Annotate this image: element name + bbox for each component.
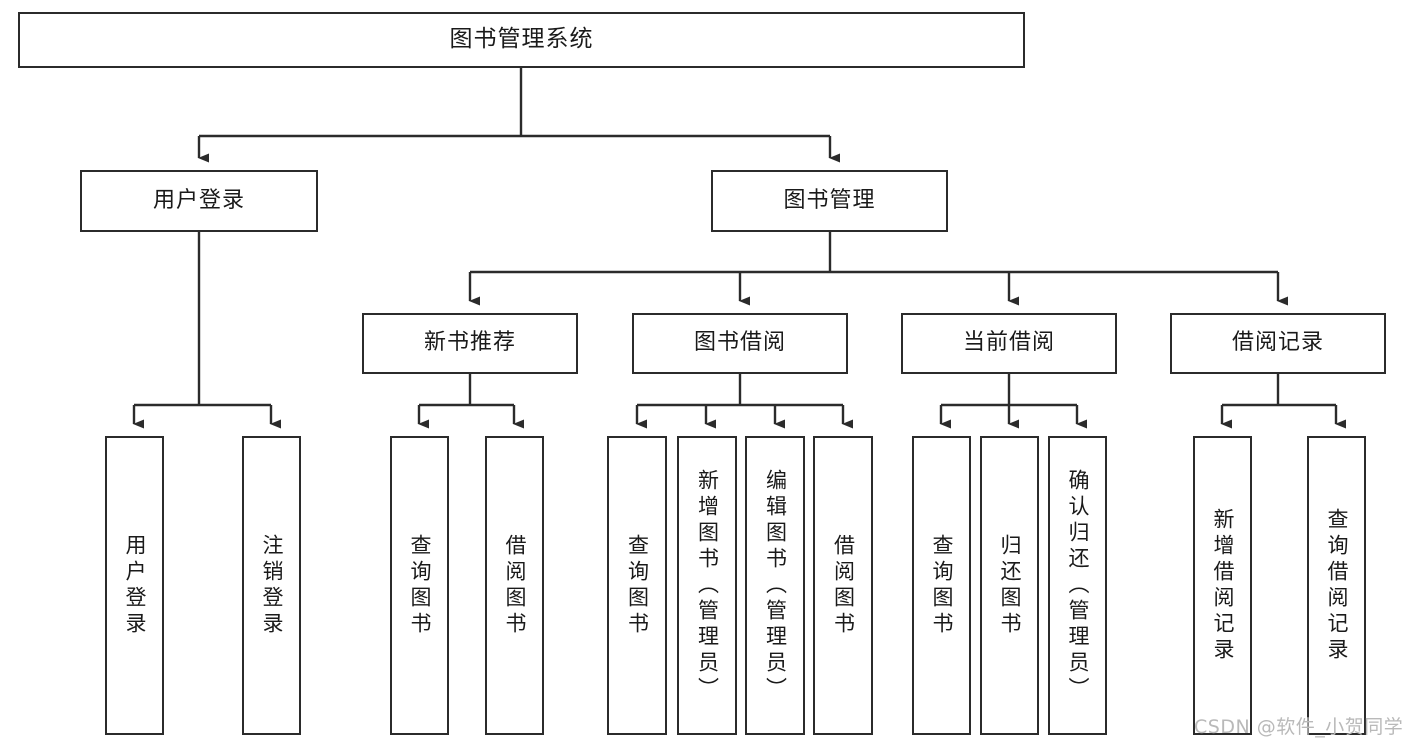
- node-leaf-user-login-label: 用户登录: [123, 533, 147, 638]
- node-current-borrow-label: 当前借阅: [962, 330, 1055, 356]
- node-leaf-add-book-label: 新增图书（管理员）: [695, 468, 720, 703]
- node-leaf-logout[interactable]: 注销登录: [242, 436, 301, 735]
- node-leaf-borrow-book-1[interactable]: 借阅图书: [485, 436, 544, 735]
- node-leaf-add-record[interactable]: 新增借阅记录: [1193, 436, 1252, 735]
- node-root-label: 图书管理系统: [449, 26, 594, 53]
- node-leaf-return-book[interactable]: 归还图书: [980, 436, 1039, 735]
- node-user-login-label: 用户登录: [152, 187, 245, 213]
- node-leaf-query-book-1[interactable]: 查询图书: [390, 436, 449, 735]
- node-leaf-confirm-return[interactable]: 确认归还（管理员）: [1048, 436, 1107, 735]
- node-leaf-borrow-book-1-label: 借阅图书: [503, 533, 527, 638]
- node-leaf-query-book-2-label: 查询图书: [625, 533, 650, 638]
- node-leaf-borrow-book-2-label: 借阅图书: [831, 533, 856, 638]
- node-book-manage-label: 图书管理: [783, 187, 876, 213]
- node-leaf-query-book-1-label: 查询图书: [408, 533, 432, 638]
- node-root[interactable]: 图书管理系统: [18, 12, 1025, 68]
- node-current-borrow[interactable]: 当前借阅: [901, 313, 1117, 374]
- node-leaf-borrow-book-2[interactable]: 借阅图书: [813, 436, 873, 735]
- node-new-book-recommend[interactable]: 新书推荐: [362, 313, 578, 374]
- node-user-login[interactable]: 用户登录: [80, 170, 318, 232]
- node-book-borrow[interactable]: 图书借阅: [632, 313, 848, 374]
- node-borrow-record-label: 借阅记录: [1231, 330, 1324, 356]
- node-leaf-edit-book-label: 编辑图书（管理员）: [763, 468, 788, 703]
- node-leaf-logout-label: 注销登录: [260, 533, 284, 638]
- node-book-manage[interactable]: 图书管理: [711, 170, 948, 232]
- node-leaf-query-book-3-label: 查询图书: [930, 533, 954, 638]
- node-leaf-return-book-label: 归还图书: [998, 533, 1022, 638]
- csdn-watermark: CSDN @软件_小贺同学: [1194, 716, 1404, 738]
- node-book-borrow-label: 图书借阅: [693, 330, 786, 356]
- node-leaf-query-book-3[interactable]: 查询图书: [912, 436, 971, 735]
- node-leaf-user-login[interactable]: 用户登录: [105, 436, 164, 735]
- node-leaf-add-record-label: 新增借阅记录: [1211, 507, 1235, 664]
- node-leaf-query-record[interactable]: 查询借阅记录: [1307, 436, 1366, 735]
- node-leaf-query-book-2[interactable]: 查询图书: [607, 436, 667, 735]
- node-leaf-confirm-return-label: 确认归还（管理员）: [1066, 468, 1090, 703]
- node-leaf-edit-book[interactable]: 编辑图书（管理员）: [745, 436, 805, 735]
- node-leaf-add-book[interactable]: 新增图书（管理员）: [677, 436, 737, 735]
- node-borrow-record[interactable]: 借阅记录: [1170, 313, 1386, 374]
- node-new-book-recommend-label: 新书推荐: [423, 330, 516, 356]
- node-leaf-query-record-label: 查询借阅记录: [1325, 507, 1349, 664]
